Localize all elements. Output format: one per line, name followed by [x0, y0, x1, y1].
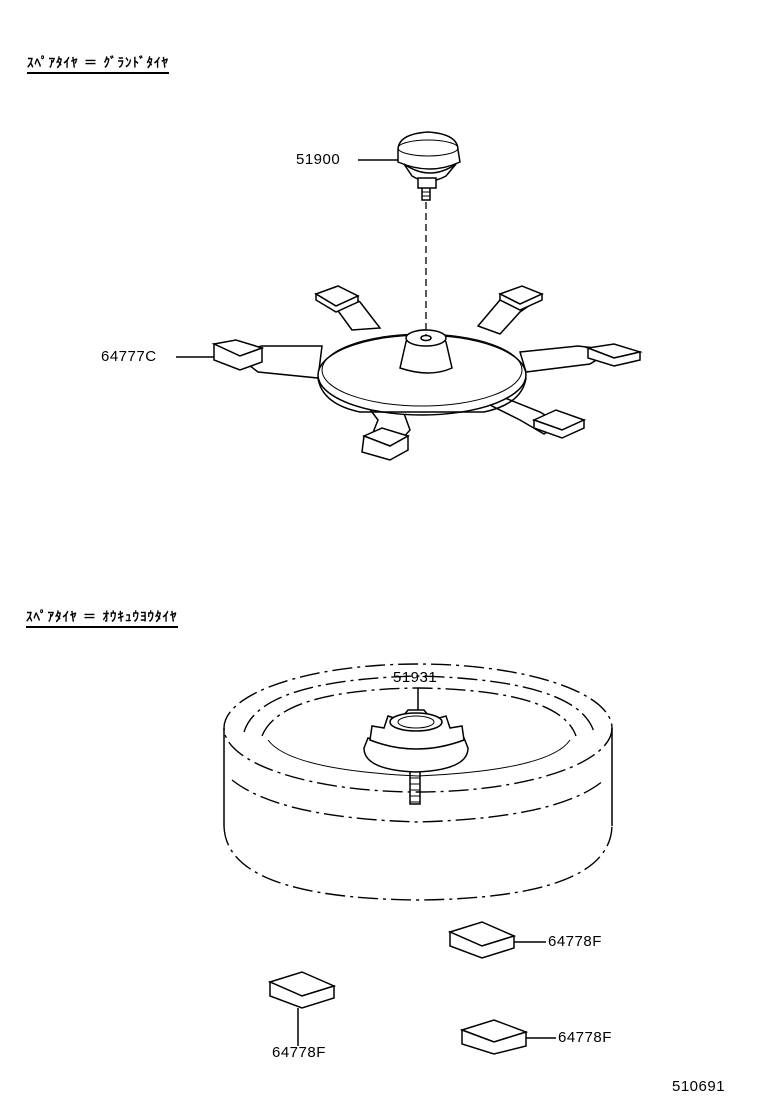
spacer-pad-right-upper	[447, 921, 517, 959]
part-number-64777C[interactable]: 64777C	[101, 348, 157, 365]
part-number-51900[interactable]: 51900	[296, 151, 341, 168]
spare-tire-illustration	[223, 663, 613, 901]
part-number-64778F-upper[interactable]: 64778F	[548, 933, 602, 950]
heading-temporary-tire: ｽﾍﾟｱﾀｲﾔ ＝ ｵｳｷｭｳﾖｳﾀｲﾔ	[26, 606, 178, 628]
part-number-51931[interactable]: 51931	[393, 669, 438, 686]
wing-nut-illustration	[363, 709, 469, 805]
heading-ground-tire: ｽﾍﾟｱﾀｲﾔ ＝ ｸﾞﾗﾝﾄﾞﾀｲﾔ	[27, 52, 170, 74]
part-number-64778F-lower[interactable]: 64778F	[558, 1029, 612, 1046]
carrier-plate-illustration	[211, 285, 643, 461]
cap-illustration	[397, 131, 461, 201]
spacer-pad-left	[267, 971, 337, 1009]
spacer-pad-right-lower	[459, 1019, 529, 1055]
part-number-64778F-left[interactable]: 64778F	[272, 1044, 326, 1061]
diagram-number: 510691	[672, 1078, 726, 1095]
